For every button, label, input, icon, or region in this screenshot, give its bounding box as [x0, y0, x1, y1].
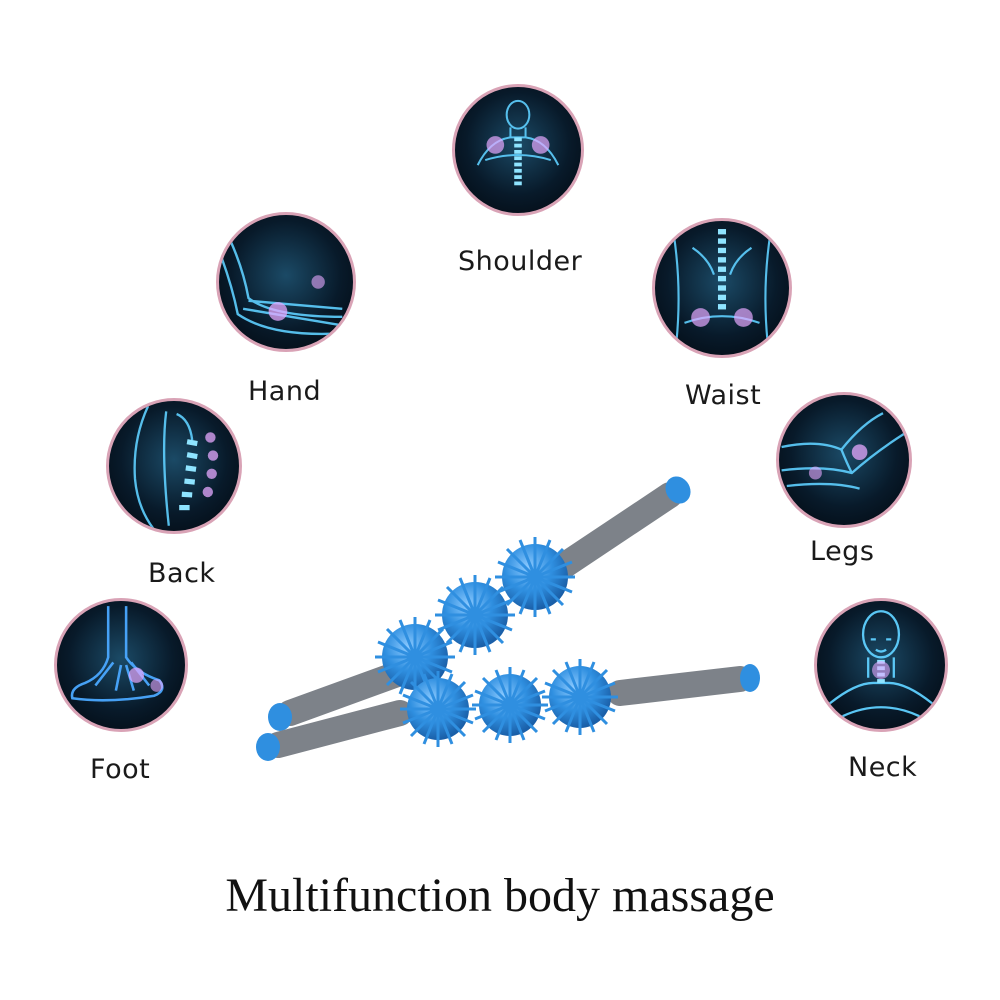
elbow-xray-icon: [220, 238, 348, 336]
shoulder-xray-icon: [476, 99, 560, 186]
hand-image: [216, 212, 356, 352]
knee-xray-icon: [781, 412, 905, 490]
page-title: Multifunction body massage: [225, 869, 775, 922]
foot-image: [54, 598, 188, 732]
foot-label: Foot: [90, 754, 151, 785]
waist-label: Waist: [685, 380, 762, 411]
neck-label: Neck: [848, 752, 918, 783]
waist-xray-icon: [672, 229, 772, 342]
neck-xray-icon: [829, 610, 933, 718]
hand-label: Hand: [248, 376, 322, 407]
massage-roller-image: [256, 476, 760, 761]
legs-image: [776, 392, 912, 528]
back-label: Back: [148, 558, 216, 589]
shoulder-label: Shoulder: [458, 246, 583, 277]
shoulder-image: [452, 84, 584, 216]
foot-xray-icon: [70, 606, 164, 702]
massage-stick-upper: [268, 476, 691, 731]
back-xray-icon: [133, 405, 219, 530]
neck-image: [814, 598, 948, 732]
massage-stick-lower: [256, 659, 760, 761]
back-image: [106, 398, 242, 534]
waist-image: [652, 218, 792, 358]
legs-label: Legs: [810, 536, 875, 567]
